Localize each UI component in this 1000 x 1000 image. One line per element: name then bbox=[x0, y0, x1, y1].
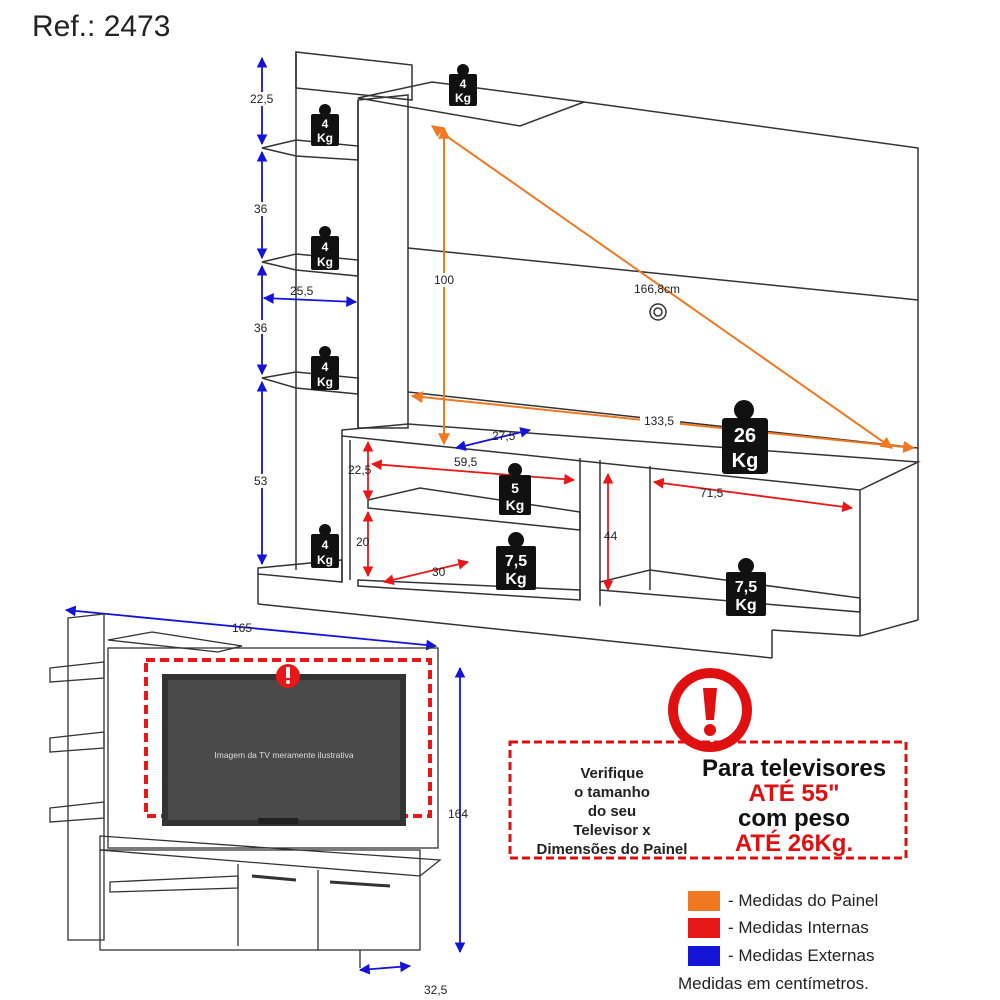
legend-label: - Medidas Internas bbox=[728, 918, 869, 937]
svg-text:5: 5 bbox=[511, 480, 519, 496]
tv-illustration: Imagem da TV meramente ilustrativa bbox=[162, 674, 406, 826]
legend-swatch-red bbox=[688, 918, 720, 938]
weight-tag-shelf2: 4 Kg bbox=[311, 226, 339, 270]
svg-text:Kg: Kg bbox=[317, 131, 333, 145]
warning-right-text: Para televisores ATÉ 55" com peso ATÉ 26… bbox=[680, 756, 908, 856]
svg-text:Kg: Kg bbox=[317, 375, 333, 389]
legend-swatch-blue bbox=[688, 946, 720, 966]
warning-line-4: ATÉ 26Kg. bbox=[734, 830, 854, 857]
dim-niche-bottom-h: 20 bbox=[356, 535, 370, 549]
svg-text:7,5: 7,5 bbox=[735, 579, 757, 596]
svg-text:26: 26 bbox=[734, 425, 756, 447]
dim-niche-top-h: 22,5 bbox=[348, 463, 372, 477]
units-note: Medidas em centímetros. bbox=[678, 974, 869, 993]
dim-shelf-top: 22,5 bbox=[250, 92, 274, 106]
weight-tag-niche-top: 5 Kg bbox=[499, 463, 531, 515]
legend-item-internal: - Medidas Internas bbox=[688, 917, 869, 939]
internal-dimension-lines bbox=[362, 440, 854, 592]
svg-text:Kg: Kg bbox=[505, 571, 526, 588]
legend-item-panel: - Medidas do Painel bbox=[688, 890, 878, 912]
large-warning-icon bbox=[668, 668, 752, 752]
weight-tag-base-left: 4 Kg bbox=[311, 524, 339, 568]
dim-shelf-bottom: 53 bbox=[254, 474, 268, 488]
dim-overall-width: 165 bbox=[232, 621, 252, 635]
warning-left-line: Verifique bbox=[580, 765, 644, 782]
warning-left-line: Televisor x bbox=[573, 822, 651, 839]
dim-panel-depth: 27,5 bbox=[492, 429, 516, 443]
svg-text:4: 4 bbox=[322, 240, 329, 254]
front-view-outline bbox=[49, 613, 442, 968]
dim-shelf-gap2: 36 bbox=[254, 321, 268, 335]
dim-overall-depth: 32,5 bbox=[424, 983, 448, 997]
small-warning-icon bbox=[276, 664, 300, 688]
svg-text:Kg: Kg bbox=[735, 597, 756, 614]
warning-left-text: Verifique o tamanho do seu Televisor x D… bbox=[514, 764, 710, 859]
svg-text:Kg: Kg bbox=[317, 553, 333, 567]
reference-title: Ref.: 2473 bbox=[32, 10, 171, 43]
dim-cab-height: 44 bbox=[604, 529, 618, 543]
dim-niche-width: 59,5 bbox=[454, 455, 478, 469]
dimension-labels: 22,5 36 36 53 25,5 100 166,8cm 133,5 27,… bbox=[232, 92, 724, 997]
svg-text:4: 4 bbox=[322, 360, 329, 374]
weight-tag-top: 4 Kg bbox=[449, 64, 477, 106]
dim-panel-height: 100 bbox=[434, 273, 454, 287]
warning-left-line: o tamanho bbox=[574, 784, 650, 801]
svg-text:Kg: Kg bbox=[732, 450, 759, 472]
svg-text:4: 4 bbox=[322, 117, 329, 131]
tv-caption: Imagem da TV meramente ilustrativa bbox=[214, 750, 353, 760]
legend-label: - Medidas do Painel bbox=[728, 891, 879, 910]
dim-panel-width: 133,5 bbox=[644, 414, 674, 428]
svg-text:7,5: 7,5 bbox=[505, 553, 527, 570]
svg-text:Kg: Kg bbox=[506, 497, 525, 513]
warning-line-3: com peso bbox=[737, 805, 851, 832]
warning-left-line: do seu bbox=[587, 803, 637, 820]
external-dimension-lines bbox=[64, 56, 532, 975]
warning-left-line: Dimensões do Painel bbox=[536, 841, 688, 858]
weight-tag-niche-bottom: 7,5 Kg bbox=[496, 532, 536, 590]
weight-tag-tv: 26 Kg bbox=[722, 400, 768, 474]
svg-text:Kg: Kg bbox=[455, 91, 471, 105]
weight-tag-shelf1: 4 Kg bbox=[311, 104, 339, 146]
dim-panel-diagonal: 166,8cm bbox=[634, 282, 680, 296]
legend-item-external: - Medidas Externas bbox=[688, 945, 874, 967]
svg-text:Kg: Kg bbox=[317, 255, 333, 269]
warning-line-2: ATÉ 55" bbox=[748, 780, 840, 807]
svg-text:4: 4 bbox=[460, 77, 467, 91]
dim-cab-width: 71,5 bbox=[700, 486, 724, 500]
dim-overall-height: 164 bbox=[448, 807, 468, 821]
main-furniture-outline bbox=[257, 51, 921, 659]
dim-shelf-gap1: 36 bbox=[254, 202, 268, 216]
dim-shelf-depth: 25,5 bbox=[290, 284, 314, 298]
dim-niche-depth: 30 bbox=[432, 565, 446, 579]
legend-swatch-orange bbox=[688, 891, 720, 911]
warning-line-1: Para televisores bbox=[701, 755, 887, 782]
weight-tag-right-cab: 7,5 Kg bbox=[726, 558, 766, 616]
svg-text:4: 4 bbox=[322, 538, 329, 552]
warning-box-frame bbox=[508, 740, 908, 860]
weight-tag-shelf3: 4 Kg bbox=[311, 346, 339, 390]
weight-tags: 4 Kg 4 Kg 4 Kg 4 Kg 4 Kg bbox=[311, 64, 768, 616]
legend-label: - Medidas Externas bbox=[728, 946, 875, 965]
